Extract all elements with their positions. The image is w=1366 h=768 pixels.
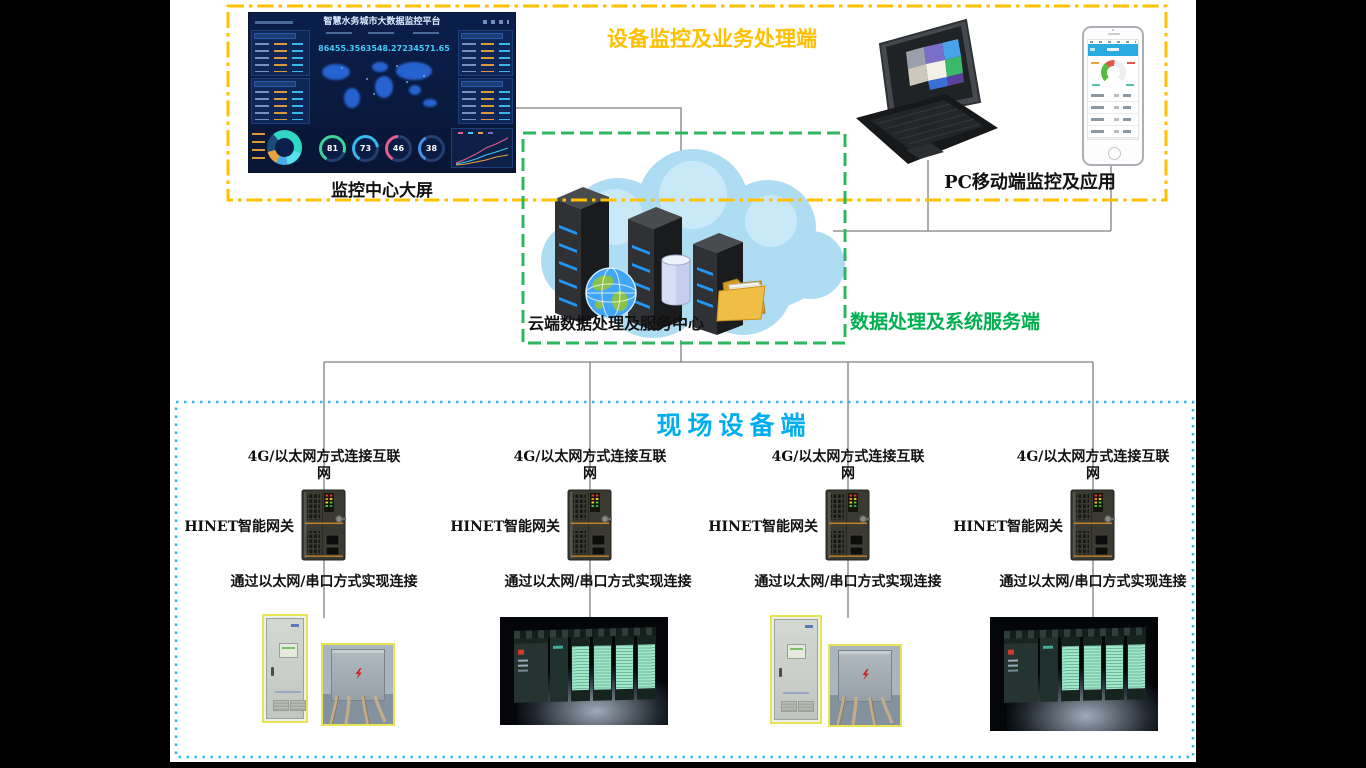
phone-app-header xyxy=(1088,44,1138,56)
dashboard-table-panel xyxy=(457,30,513,76)
phone-list-item xyxy=(1088,126,1138,138)
cabinet-photo xyxy=(770,615,822,724)
phone-gauge-arc xyxy=(1101,60,1126,85)
phone-image xyxy=(1082,26,1144,166)
gateway-image xyxy=(301,489,347,561)
transformer-photo xyxy=(321,643,395,726)
phone-footer xyxy=(1088,138,1138,139)
lightning-icon xyxy=(355,668,362,679)
panel-header xyxy=(254,81,296,87)
donut-ring xyxy=(267,130,302,165)
dashboard-left-panels xyxy=(251,30,311,126)
stat-value: 86455.35 xyxy=(318,30,360,53)
gauge-dial: 46 xyxy=(385,134,412,162)
phone-list-item xyxy=(1088,90,1138,102)
phone-list-item xyxy=(1088,102,1138,114)
phone-list-item xyxy=(1088,114,1138,126)
link-label-column-4: 通过以太网/串口方式实现连接 xyxy=(999,574,1187,590)
link-label-column-1: 通过以太网/串口方式实现连接 xyxy=(230,574,418,590)
gateway-label-column-2: HINET智能网关 xyxy=(450,519,560,535)
dashboard-bottom-row: 81 73 46 38 xyxy=(251,126,513,170)
link-label-column-3: 通过以太网/串口方式实现连接 xyxy=(754,574,942,590)
dashboard-body: 86455.35 63548.27 234571.65 xyxy=(251,30,513,126)
plc-photo xyxy=(500,617,668,725)
table-rows xyxy=(460,42,510,73)
dashboard-date-bar xyxy=(255,21,293,24)
table-rows xyxy=(254,42,308,73)
line-chart xyxy=(451,128,513,168)
dashboard-right-panels xyxy=(457,30,513,126)
cables xyxy=(329,696,387,724)
zone-title-device-monitor: 设备监控及业务处理端 xyxy=(607,26,817,51)
pc-mobile-caption: PC移动端监控及应用 xyxy=(944,172,1116,193)
panel-header xyxy=(254,33,296,39)
zone-title-data-service: 数据处理及系统服务端 xyxy=(850,311,1041,333)
gateway-label-column-4: HINET智能网关 xyxy=(953,519,1063,535)
dashboard-center: 86455.35 63548.27 234571.65 xyxy=(312,30,456,126)
monitor-dashboard-image: 智慧水务城市大数据监控平台 86455.35 63548.27 234571.6… xyxy=(248,12,516,173)
donut-chart xyxy=(251,127,313,169)
gateway-label-column-3: HINET智能网关 xyxy=(708,519,818,535)
zone-title-field-site: 现场设备端 xyxy=(656,411,812,440)
world-map-image xyxy=(322,62,438,108)
laptop-image xyxy=(856,18,998,164)
phone-gauge xyxy=(1088,56,1138,90)
cloud-caption: 云端数据处理及服务中心 xyxy=(528,314,705,333)
panel-header xyxy=(460,81,503,87)
transformer-photo xyxy=(828,644,902,727)
cabinet-photo xyxy=(262,614,308,723)
lightning-icon xyxy=(862,669,869,680)
dashboard-header: 智慧水务城市大数据监控平台 xyxy=(251,15,513,30)
gauge-dial: 73 xyxy=(352,134,379,162)
dashboard-table-panel xyxy=(251,78,311,124)
stat-value: 63548.27 xyxy=(360,30,402,53)
gauge-dial: 81 xyxy=(319,134,346,162)
stat-value: 234571.65 xyxy=(402,30,450,53)
gauge-row: 81 73 46 38 xyxy=(316,134,448,162)
donut-legend xyxy=(252,133,265,163)
monitor-caption: 监控中心大屏 xyxy=(331,181,433,201)
net-label-column-4: 4G/以太网方式连接互联 网 xyxy=(1016,449,1170,482)
panel-header xyxy=(460,33,503,39)
phone-screen xyxy=(1087,39,1139,140)
phone-home-button xyxy=(1108,147,1121,160)
table-rows xyxy=(460,90,510,121)
gateway-image xyxy=(1070,489,1116,561)
net-label-column-3: 4G/以太网方式连接互联 网 xyxy=(771,449,925,482)
gateway-label-column-1: HINET智能网关 xyxy=(184,519,294,535)
gateway-image xyxy=(567,489,613,561)
phone-speaker xyxy=(1108,33,1120,35)
table-rows xyxy=(254,90,308,121)
cables xyxy=(836,697,894,725)
dashboard-user-menu-icon xyxy=(483,20,509,24)
phone-camera xyxy=(1112,29,1114,31)
folder-icon xyxy=(716,278,766,322)
dashboard-table-panel xyxy=(251,30,311,76)
dashboard-table-panel xyxy=(457,78,513,124)
gateway-image xyxy=(825,489,871,561)
gauge-dial: 38 xyxy=(418,134,445,162)
database-icon xyxy=(661,254,691,306)
plc-photo xyxy=(990,617,1158,731)
net-label-column-2: 4G/以太网方式连接互联 网 xyxy=(513,449,667,482)
dashboard-stats: 86455.35 63548.27 234571.65 xyxy=(312,30,456,53)
link-label-column-2: 通过以太网/串口方式实现连接 xyxy=(504,574,692,590)
net-label-column-1: 4G/以太网方式连接互联 网 xyxy=(247,449,401,482)
